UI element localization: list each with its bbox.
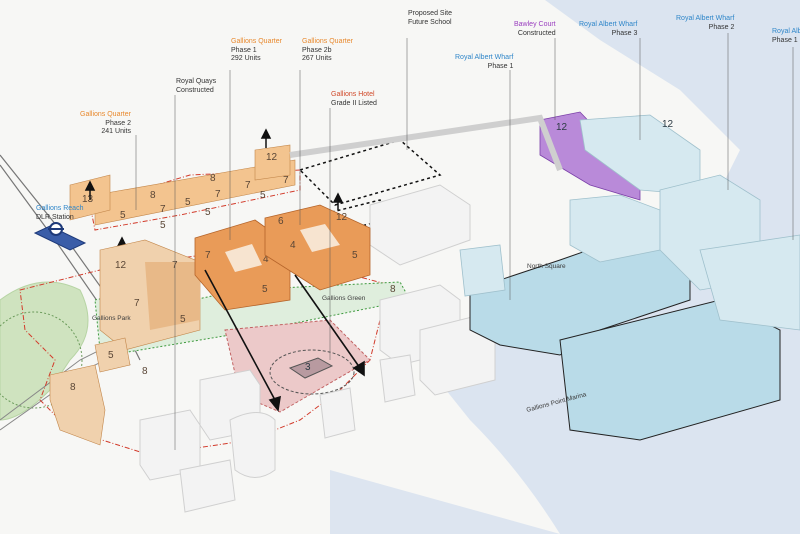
storey-5g: 5 — [262, 284, 268, 295]
bawley-court-label: Bawley Court Constructed — [514, 21, 556, 37]
leader-lines — [135, 33, 794, 450]
storey-12-2b: 12 — [336, 212, 348, 223]
storey-12-raw: 12 — [662, 119, 674, 130]
raw-phase1b-label: Royal Albert Wharf Phase 1 — [772, 28, 800, 44]
storey-7a: 7 — [160, 204, 166, 215]
storey-12-west: 12 — [115, 260, 127, 271]
storey-4a: 4 — [263, 254, 269, 265]
bawley-court — [539, 111, 641, 201]
gq-phase2-row — [69, 144, 296, 226]
gq-phase1-label: Gallions Quarter Phase 1 292 Units — [231, 38, 282, 62]
storey-6: 6 — [278, 216, 284, 227]
storey-12-bawley: 12 — [556, 122, 568, 133]
storey-7f: 7 — [134, 298, 140, 309]
storey-8-right: 8 — [390, 284, 396, 295]
royal-quays-label: Royal Quays Constructed — [176, 78, 217, 94]
storey-8b: 8 — [210, 173, 216, 184]
storey-4b: 4 — [290, 240, 296, 251]
storey-7b: 7 — [215, 189, 221, 200]
storey-8d: 8 — [142, 366, 148, 377]
storey-7g: 7 — [205, 250, 211, 261]
north-square-tag: North Square — [527, 263, 566, 270]
park-path — [0, 311, 83, 409]
raw-phase1-label: Royal Albert Wharf Phase 1 — [455, 54, 514, 70]
storey-5d: 5 — [260, 190, 266, 201]
gallions-green-tag: Gallions Green — [322, 295, 366, 302]
view-arrows — [204, 269, 365, 412]
raw-phase3-label: Royal Albert Wharf Phase 3 — [579, 21, 638, 37]
storey-7d: 7 — [283, 175, 289, 186]
gallions-hotel-label: Gallions Hotel Grade II Listed — [331, 91, 377, 107]
river-road — [289, 114, 563, 172]
storey-5c: 5 — [205, 207, 211, 218]
marina-water — [330, 470, 560, 534]
sw-block — [49, 364, 106, 446]
storey-5e: 5 — [160, 220, 166, 231]
hotel-ring — [269, 349, 355, 395]
context-buildings — [139, 184, 496, 513]
proposed-site-label: Proposed Site Future School — [408, 10, 452, 26]
storey-3: 3 — [305, 362, 311, 373]
storey-5a: 5 — [120, 210, 126, 221]
park-lawn — [0, 281, 89, 421]
raw-phase1-block — [469, 231, 781, 441]
storey-13: 13 — [82, 194, 94, 205]
small-block — [94, 337, 131, 373]
storey-7c: 7 — [245, 180, 251, 191]
hotel-building — [288, 357, 334, 379]
storey-5f: 5 — [180, 314, 186, 325]
raw-phase2-label: Royal Albert Wharf Phase 2 — [676, 15, 735, 31]
storey-5-small: 5 — [108, 350, 114, 361]
storey-5h: 5 — [352, 250, 358, 261]
raw-phase2-3-blocks — [459, 114, 800, 331]
storey-8c: 8 — [70, 382, 76, 393]
storey-5b: 5 — [185, 197, 191, 208]
storey-8a: 8 — [150, 190, 156, 201]
gq-phase2-label: Gallions Quarter Phase 2 241 Units — [80, 111, 131, 135]
gallions-reach-label: Gallions Reach DLR Station — [36, 205, 84, 221]
gq-west-block — [99, 239, 201, 351]
gq-phase2b-label: Gallions Quarter Phase 2b 267 Units — [302, 38, 353, 62]
dlr-station-roof — [33, 225, 87, 251]
storey-12-phase2: 12 — [266, 152, 278, 163]
gallions-park-tag: Gallions Park — [92, 315, 131, 322]
proposed-school-site — [298, 139, 442, 206]
